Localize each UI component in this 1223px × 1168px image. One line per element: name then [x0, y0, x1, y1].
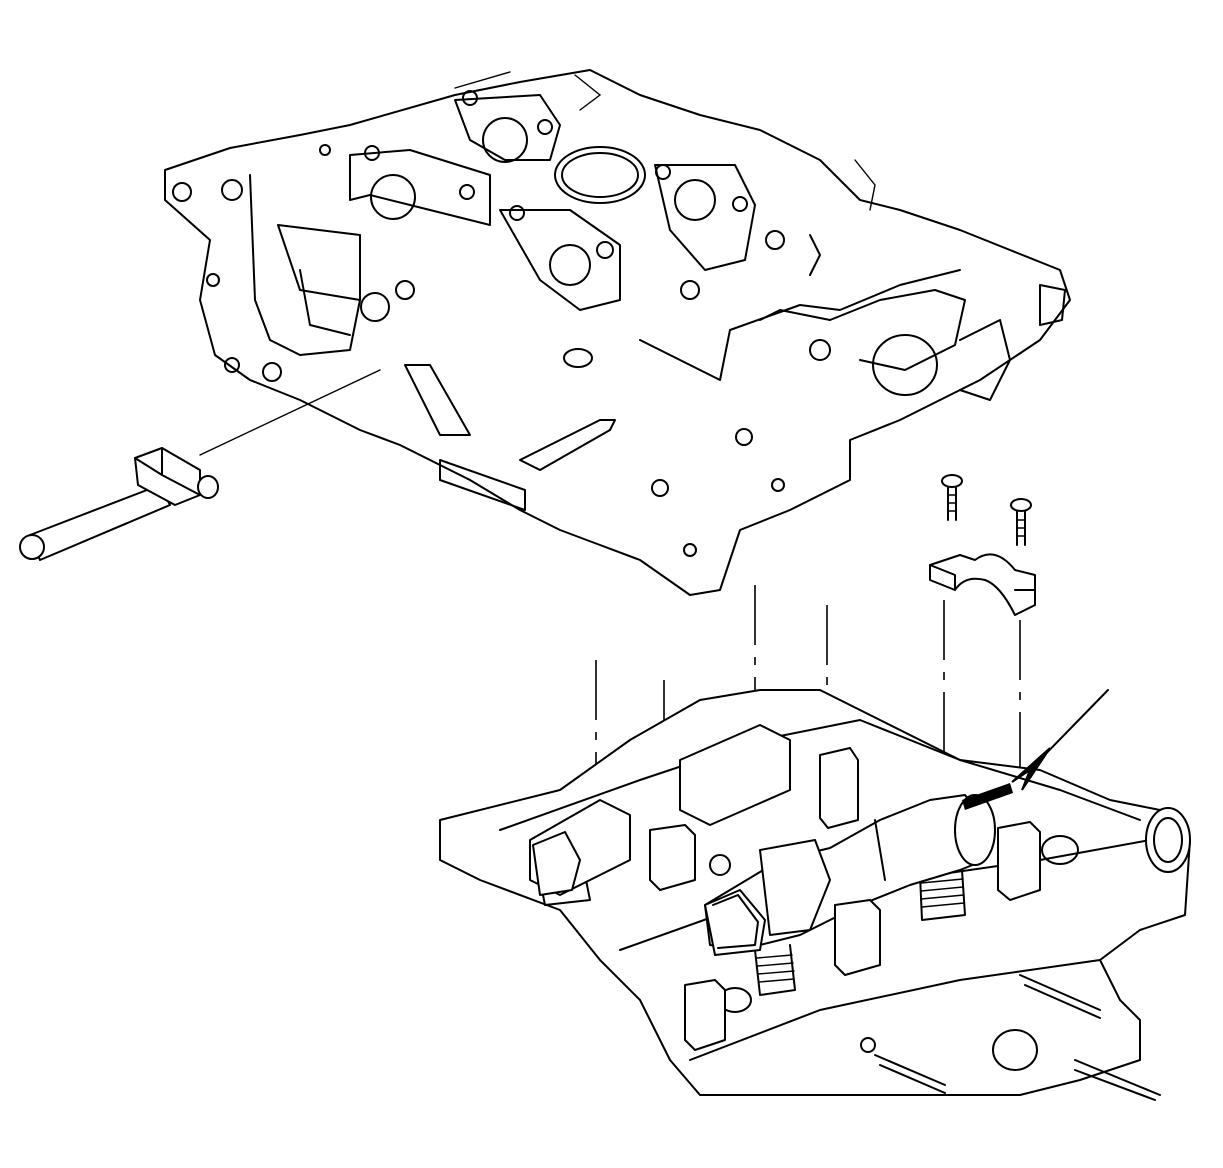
camshaft-cap [929, 553, 1036, 616]
upper-camshaft-housing [164, 69, 1071, 596]
housing-bolt-heads [364, 90, 748, 259]
indicator-arrow [962, 689, 1109, 810]
exhaust-camshaft [529, 724, 1041, 1051]
alignment-tool [19, 369, 381, 561]
camshaft-cap-bolt [941, 474, 1032, 546]
